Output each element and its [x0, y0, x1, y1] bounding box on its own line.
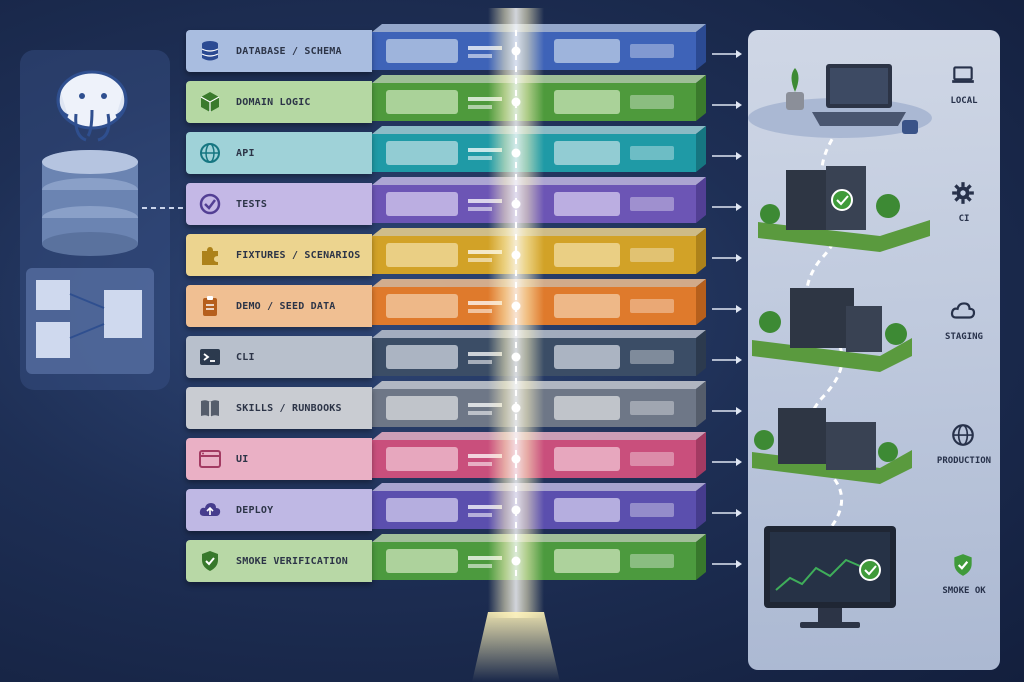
beam-node	[511, 301, 521, 311]
layer-label-api: API	[186, 132, 372, 174]
environment-label: Local	[950, 96, 978, 106]
monitor-scene	[764, 526, 896, 628]
globe-icon	[198, 141, 222, 165]
database-icon	[198, 39, 222, 63]
layer-arrow	[712, 101, 742, 109]
beam-node	[511, 97, 521, 107]
beam-node	[511, 148, 521, 158]
beam-node	[511, 352, 521, 362]
layer-label-text: CLI	[236, 351, 255, 363]
database-icon	[42, 150, 138, 256]
shield-check-icon	[950, 552, 978, 580]
pipeline-beam	[488, 8, 544, 618]
beam-node	[511, 250, 521, 260]
laptop-icon	[950, 62, 978, 90]
gear-icon	[950, 180, 978, 208]
shield-check-icon	[198, 549, 222, 573]
layer-label-text: Deploy	[236, 504, 274, 516]
layer-label-fixtures-scenarios: Fixtures / Scenarios	[186, 234, 372, 276]
environment-label: Smoke OK	[942, 586, 986, 596]
layer-label-ui: UI	[186, 438, 372, 480]
layer-label-text: Database / Schema	[236, 45, 342, 57]
layer-label-text: Tests	[236, 198, 268, 210]
layer-label-domain-logic: Domain Logic	[186, 81, 372, 123]
clipboard-icon	[198, 294, 222, 318]
cloud-upload-icon	[198, 498, 222, 522]
layer-arrow	[712, 560, 742, 568]
beam-node	[511, 403, 521, 413]
ci-scene	[758, 166, 930, 252]
environment-label: CI	[958, 214, 970, 224]
beam-node	[511, 505, 521, 515]
beam-node	[511, 46, 521, 56]
layer-label-text: UI	[236, 453, 249, 465]
layer-arrow	[712, 356, 742, 364]
layer-label-text: Fixtures / Scenarios	[236, 249, 361, 261]
layer-arrow	[712, 305, 742, 313]
layer-label-demo-seed-data: Demo / Seed Data	[186, 285, 372, 327]
layer-label-cli: CLI	[186, 336, 372, 378]
beam-node	[511, 454, 521, 464]
environment-label: Staging	[945, 332, 983, 342]
layer-label-smoke-verification: Smoke Verification	[186, 540, 372, 582]
layer-label-tests: Tests	[186, 183, 372, 225]
layer-arrow	[712, 152, 742, 160]
layer-label-text: Skills / Runbooks	[236, 402, 342, 414]
layer-label-skills-runbooks: Skills / Runbooks	[186, 387, 372, 429]
layer-arrow	[712, 50, 742, 58]
layer-arrow	[712, 509, 742, 517]
production-scene	[752, 408, 912, 484]
layer-arrow	[712, 203, 742, 211]
layer-label-deploy: Deploy	[186, 489, 372, 531]
layer-arrow	[712, 458, 742, 466]
beam-node	[511, 556, 521, 566]
layer-label-database-schema: Database / Schema	[186, 30, 372, 72]
elephant-icon	[56, 70, 128, 142]
cube-icon	[198, 90, 222, 114]
environment-label: Production	[936, 456, 992, 466]
layer-label-text: API	[236, 147, 255, 159]
local-scene	[748, 64, 932, 138]
beam-node	[511, 199, 521, 209]
check-circle-icon	[198, 192, 222, 216]
puzzle-icon	[198, 243, 222, 267]
terminal-icon	[198, 345, 222, 369]
globe-icon	[950, 422, 978, 450]
cloud-icon	[950, 298, 978, 326]
beam-floor-glow	[472, 612, 560, 682]
staging-scene	[752, 288, 912, 372]
layer-label-text: Domain Logic	[236, 96, 311, 108]
book-icon	[198, 396, 222, 420]
layer-label-text: Smoke Verification	[236, 555, 348, 567]
layer-arrow	[712, 254, 742, 262]
schema-diagram-icon	[26, 268, 154, 374]
layer-label-text: Demo / Seed Data	[236, 300, 336, 312]
layer-arrow	[712, 407, 742, 415]
window-icon	[198, 447, 222, 471]
